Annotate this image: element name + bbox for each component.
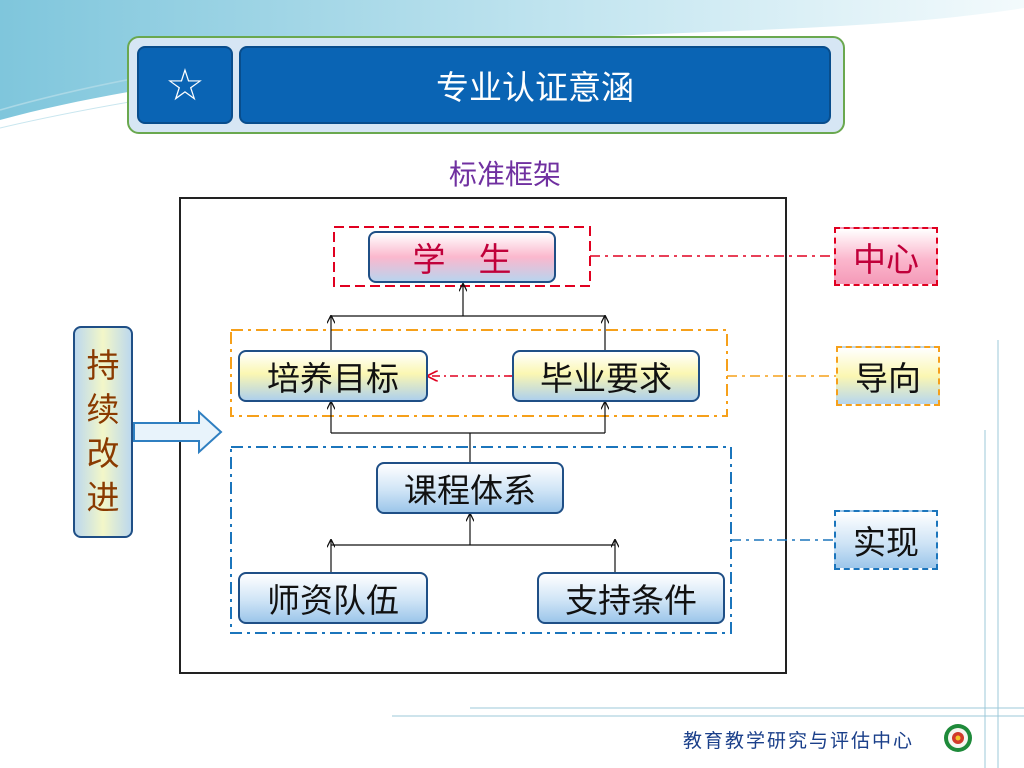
label-guide: 导向 <box>836 346 940 406</box>
improvement-char-2: 续 <box>86 390 120 429</box>
node-curriculum: 课程体系 <box>376 462 564 514</box>
node-graduation-requirement: 毕业要求 <box>512 350 700 402</box>
star-icon: ☆ <box>165 59 205 111</box>
continuous-improvement-label: 持 续 改 进 <box>73 326 133 538</box>
page-title: 专业认证意涵 <box>436 68 634 107</box>
improvement-arrow <box>133 409 223 455</box>
label-center: 中心 <box>834 227 938 286</box>
label-realize: 实现 <box>834 510 938 570</box>
diagram-subtitle: 标准框架 <box>448 158 561 191</box>
header-title-box: 专业认证意涵 <box>239 46 831 124</box>
footer-org-name: 教育教学研究与评估中心 <box>683 730 915 752</box>
node-faculty: 师资队伍 <box>238 572 428 624</box>
guide-group-border <box>230 329 728 417</box>
header-star-box: ☆ <box>137 46 233 124</box>
node-training-goal: 培养目标 <box>238 350 428 402</box>
node-support-conditions: 支持条件 <box>537 572 725 624</box>
improvement-char-4: 进 <box>86 478 120 517</box>
improvement-char-3: 改 <box>86 434 120 473</box>
node-student: 学 生 <box>368 231 556 283</box>
improvement-char-1: 持 <box>86 346 120 385</box>
